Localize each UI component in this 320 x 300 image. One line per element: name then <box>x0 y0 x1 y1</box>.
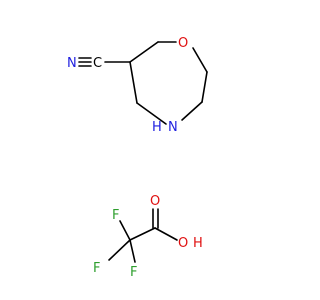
bond-c5-c6 <box>129 61 138 104</box>
atom-ring-nh-n: N <box>168 120 178 135</box>
structure-canvas: N C O H N F F F O O H <box>67 36 208 280</box>
atom-f1: F <box>112 208 119 223</box>
bond-c-oh <box>154 227 178 241</box>
atom-hydroxyl-o: O <box>178 236 188 251</box>
atom-nitrile-c: C <box>93 56 102 71</box>
bond-o1-c2 <box>192 47 208 73</box>
atom-nitrile-n: N <box>67 56 77 71</box>
atom-f3: F <box>130 265 137 280</box>
bond-cf3-f-top <box>119 220 131 241</box>
bond-c3-n4 <box>181 101 203 121</box>
bond-c6-c7 <box>129 41 159 63</box>
bond-cf3-f-left <box>108 239 131 261</box>
oxazepane-carbonitrile <box>78 41 208 125</box>
atom-f2: F <box>93 261 100 276</box>
tfa-labels: F F F O O H <box>93 194 203 280</box>
oxazepane-labels: N C O H N <box>67 36 188 135</box>
atom-carbonyl-o: O <box>150 194 160 209</box>
bond-c2-c3 <box>201 71 208 103</box>
bond-cf3-c <box>129 227 156 241</box>
bond-cf3-f-bottom <box>129 239 136 263</box>
trifluoroacetic-acid <box>108 208 178 263</box>
atom-ring-nh-h: H <box>152 120 162 135</box>
atom-ring-o: O <box>178 36 188 51</box>
atom-hydroxyl-h: H <box>193 236 203 251</box>
bond-n4-c5 <box>136 102 167 125</box>
